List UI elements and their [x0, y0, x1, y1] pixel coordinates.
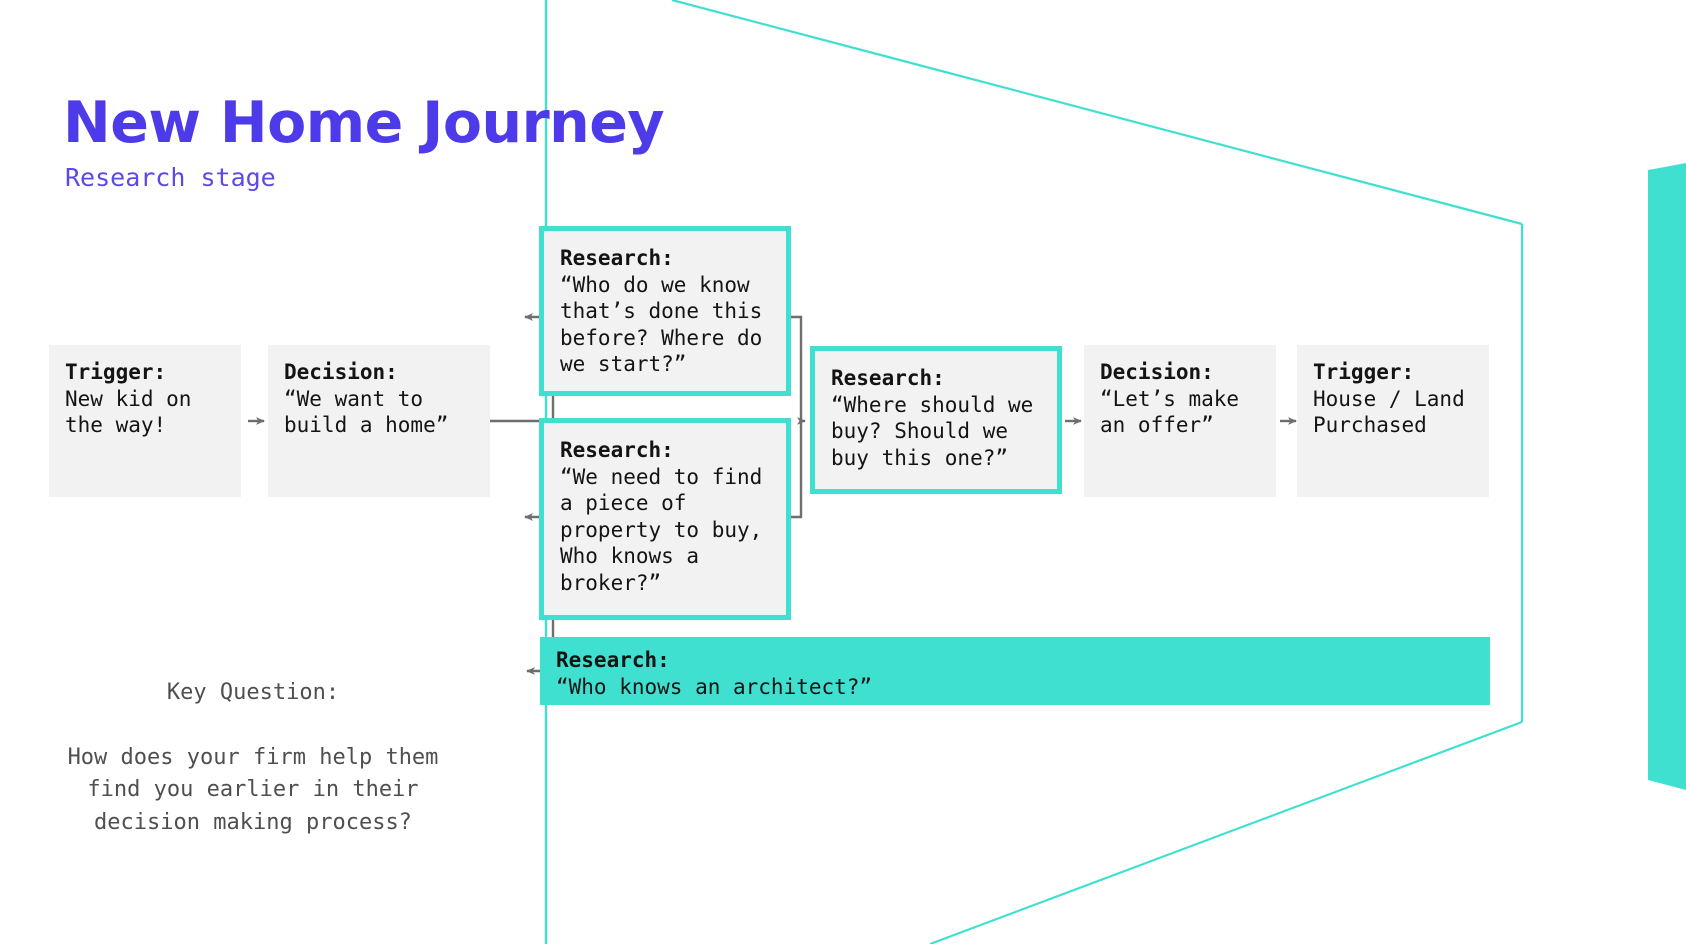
node-label: Trigger: [65, 360, 167, 384]
node-label: Research: [556, 648, 670, 672]
node-text: “Who do we know that’s done this before?… [560, 272, 763, 377]
node-label: Decision: [284, 360, 398, 384]
node-text: “Where should we buy? Should we buy this… [831, 392, 1034, 470]
node-decision-build[interactable]: Decision: “We want to build a home” [268, 345, 490, 497]
deco-teal-bar [1648, 163, 1686, 790]
node-decision-offer[interactable]: Decision: “Let’s make an offer” [1084, 345, 1276, 497]
deco-diagonal-top [671, 0, 1523, 226]
node-text: House / Land Purchased [1313, 386, 1465, 438]
node-label: Research: [560, 438, 674, 462]
node-research-where-buy[interactable]: Research: “Where should we buy? Should w… [810, 346, 1062, 494]
node-label: Research: [831, 366, 945, 390]
node-text: “We want to build a home” [284, 386, 449, 438]
node-research-who-done-this[interactable]: Research: “Who do we know that’s done th… [539, 226, 791, 396]
key-question-text: How does your firm help them find you ea… [67, 744, 439, 835]
node-text: “Who knows an architect?” [556, 674, 873, 699]
node-label: Research: [560, 246, 674, 270]
node-label: Trigger: [1313, 360, 1415, 384]
deco-diagonal-bottom [929, 720, 1523, 944]
node-research-find-property[interactable]: Research: “We need to find a piece of pr… [539, 418, 791, 620]
node-text: “Let’s make an offer” [1100, 386, 1240, 438]
node-trigger-purchased[interactable]: Trigger: House / Land Purchased [1297, 345, 1489, 497]
node-trigger-start[interactable]: Trigger: New kid on the way! [49, 345, 241, 497]
node-text: New kid on the way! [65, 386, 192, 438]
page-subtitle: Research stage [65, 163, 276, 192]
node-research-architect[interactable]: Research: “Who knows an architect?” [540, 637, 1490, 705]
node-text: “We need to find a piece of property to … [560, 464, 763, 595]
page-title: New Home Journey [63, 90, 665, 156]
node-label: Decision: [1100, 360, 1214, 384]
key-question-block: Key Question: How does your firm help th… [28, 644, 478, 872]
connector-research-2-merge [790, 421, 803, 519]
key-question-heading: Key Question: [166, 679, 340, 705]
connector-research-1-merge [790, 315, 803, 421]
